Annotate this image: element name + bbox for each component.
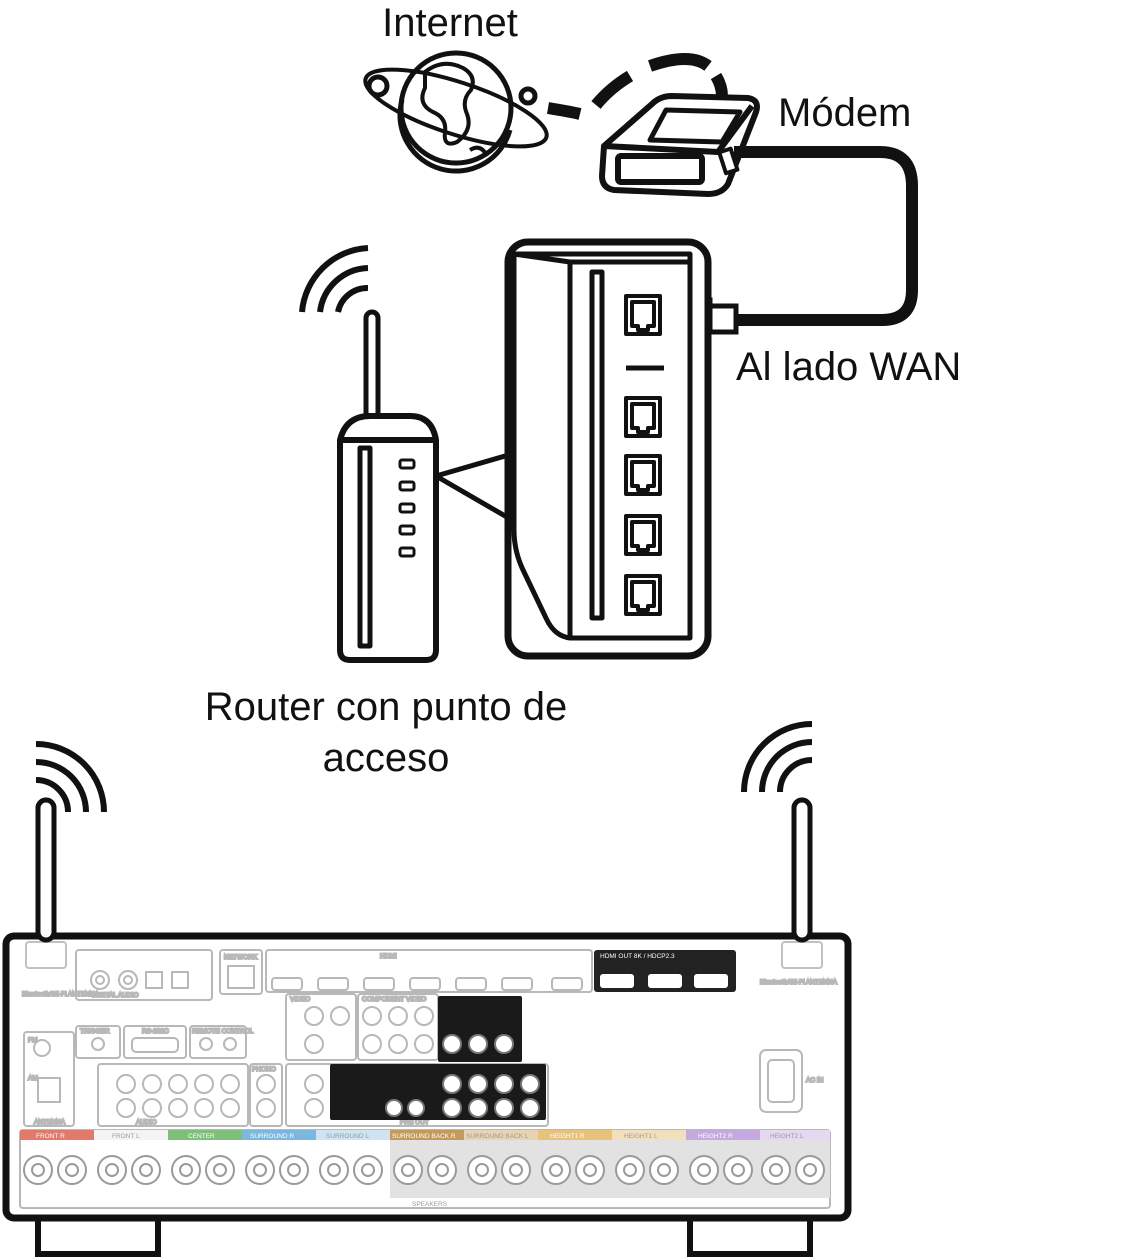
svg-text:SURROUND L: SURROUND L bbox=[326, 1133, 369, 1140]
svg-text:HEIGHT1 L: HEIGHT1 L bbox=[624, 1133, 658, 1140]
am-label: AM bbox=[28, 1075, 38, 1082]
receiver-speaker-strip: FRONT R FRONT L CENTER SURROUND R SURROU… bbox=[19, 1129, 831, 1209]
digital-audio-label: DIGITAL AUDIO bbox=[92, 992, 139, 999]
svg-text:SURROUND R: SURROUND R bbox=[250, 1133, 294, 1140]
router-callout-pointer bbox=[433, 451, 515, 523]
component-video-label: COMPONENT VIDEO bbox=[362, 996, 426, 1003]
ac-in-label: AC IN bbox=[806, 1077, 824, 1084]
svg-text:HDMI OUT 8K / HDCP2.3: HDMI OUT 8K / HDCP2.3 bbox=[600, 953, 675, 960]
svg-text:FRONT R: FRONT R bbox=[36, 1133, 65, 1140]
receiver-hdmi-out-block: HDMI OUT 8K / HDCP2.3 bbox=[594, 950, 736, 992]
modem-device bbox=[599, 93, 760, 197]
receiver-left-wifi-waves-icon bbox=[35, 741, 107, 813]
svg-text:HEIGHT2 R: HEIGHT2 R bbox=[698, 1133, 733, 1140]
speaker-channel-labels: FRONT R FRONT L CENTER SURROUND R SURROU… bbox=[36, 1133, 804, 1140]
svg-text:CENTER: CENTER bbox=[188, 1133, 215, 1140]
video-label: VIDEO bbox=[290, 996, 310, 1003]
phono-label: PHONO bbox=[252, 1066, 276, 1073]
wan-side-label: Al lado WAN bbox=[736, 345, 961, 389]
antenna-label: ANTENNA bbox=[34, 1119, 66, 1126]
pre-out-label: PRE OUT bbox=[400, 1119, 429, 1126]
internet-label: Internet bbox=[382, 1, 518, 45]
fm-label: FM bbox=[28, 1037, 37, 1044]
router-lan-port bbox=[624, 454, 662, 496]
receiver-rear-panel: Bluetooth/Wi-Fi ANTENNA Bluetooth/Wi-Fi … bbox=[21, 949, 839, 1127]
audio-label: AUDIO bbox=[136, 1119, 157, 1126]
remote-control-label: REMOTE CONTROL bbox=[192, 1028, 254, 1035]
bt-antenna-label-right: Bluetooth/Wi-Fi ANTENNA bbox=[760, 979, 838, 986]
rs232c-label: RS-232C bbox=[142, 1028, 169, 1035]
receiver-feet bbox=[35, 1212, 813, 1257]
router-wan-port bbox=[624, 294, 662, 336]
router-antenna bbox=[363, 309, 381, 427]
svg-text:SURROUND BACK L: SURROUND BACK L bbox=[466, 1133, 529, 1140]
wan-cable bbox=[734, 146, 918, 326]
svg-text:FRONT L: FRONT L bbox=[112, 1133, 140, 1140]
bt-antenna-label-left: Bluetooth/Wi-Fi ANTENNA bbox=[22, 991, 100, 998]
router-device bbox=[337, 413, 439, 663]
svg-text:SURROUND BACK R: SURROUND BACK R bbox=[392, 1133, 456, 1140]
svg-text:HEIGHT2 L: HEIGHT2 L bbox=[770, 1133, 804, 1140]
modem-label: Módem bbox=[778, 91, 911, 135]
receiver-right-wifi-waves-icon bbox=[741, 721, 813, 793]
router-lan-port bbox=[624, 574, 662, 616]
router-label-line2: acceso bbox=[323, 736, 450, 780]
router-lan-port bbox=[624, 514, 662, 556]
router-wifi-waves-icon bbox=[299, 245, 369, 313]
trigger-label: TRIGGER bbox=[80, 1028, 110, 1035]
router-label-line1: Router con punto de bbox=[205, 685, 567, 729]
hdmi-label: HDMI bbox=[380, 953, 397, 960]
network-label: NETWORK bbox=[224, 954, 258, 961]
router-back-panel bbox=[504, 238, 712, 660]
router-lan-port bbox=[624, 396, 662, 438]
svg-text:HEIGHT1 R: HEIGHT1 R bbox=[550, 1133, 585, 1140]
internet-globe-icon bbox=[363, 50, 549, 174]
speakers-label: SPEAKERS bbox=[412, 1201, 448, 1208]
